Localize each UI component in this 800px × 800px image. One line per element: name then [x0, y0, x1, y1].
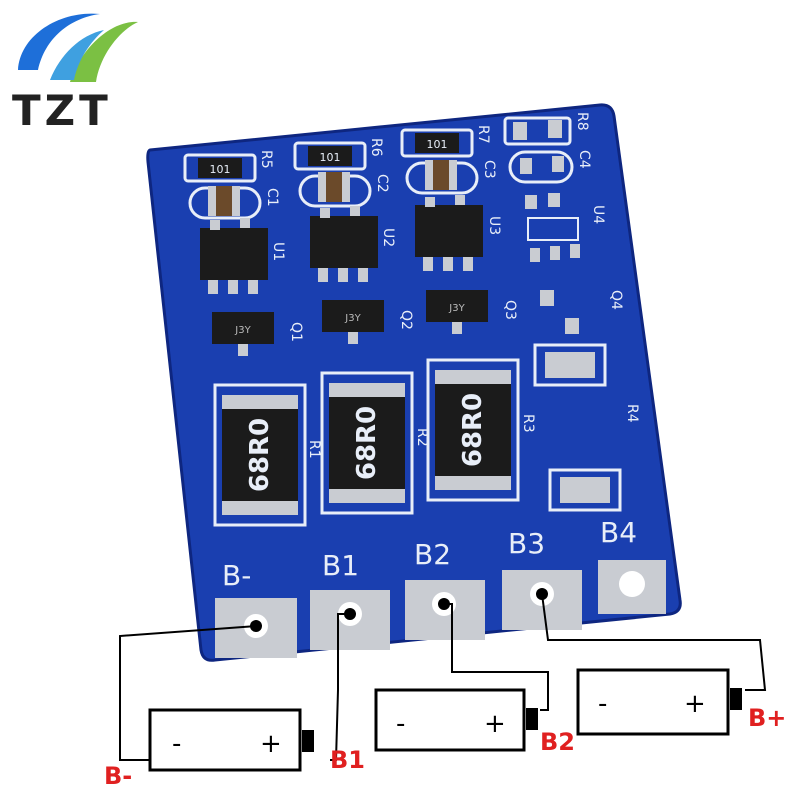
power-resistor-r3: 68R0 R3 [426, 358, 536, 502]
pad-label-b4: B4 [600, 516, 637, 549]
resistor-r4-footprint: R4 [533, 343, 640, 512]
q1-marking: J3Y [234, 325, 251, 336]
label-q3: Q3 [502, 300, 518, 320]
power-resistors: 68R0 R1 68R0 R2 68R0 R3 R4 [213, 343, 640, 527]
label-r7: R7 [475, 125, 491, 144]
r5-marking: 101 [210, 163, 231, 176]
battery-1-minus: - [172, 729, 181, 759]
label-u2: U2 [380, 228, 396, 247]
r7-marking: 101 [427, 138, 448, 151]
label-q2: Q2 [398, 310, 414, 330]
terminal-label-b1: B1 [330, 746, 365, 774]
pad-label-b1: B1 [322, 549, 359, 582]
terminal-label-b-minus: B- [104, 762, 132, 790]
pad-label-b3: B3 [508, 527, 545, 560]
battery-3: - + [576, 668, 742, 736]
resistor-r6: 101 R6 [293, 138, 384, 171]
ic-u3: U3 [415, 195, 502, 271]
q2-marking: J3Y [344, 313, 361, 324]
r3-marking: 68R0 [458, 393, 488, 467]
battery-1-plus: + [260, 729, 282, 759]
label-c2: C2 [374, 174, 390, 193]
transistor-q1: J3Y Q1 [212, 312, 304, 356]
label-c1: C1 [264, 188, 280, 207]
label-c3: C3 [481, 160, 497, 179]
brand-wordmark: TZT [12, 86, 112, 135]
q3-marking: J3Y [448, 303, 465, 314]
label-r6: R6 [368, 138, 384, 157]
battery-3-plus: + [684, 689, 706, 719]
ics: U1 U2 U3 U4 [200, 193, 606, 294]
resistor-r5: 101 R5 [183, 150, 274, 183]
label-u4: U4 [590, 205, 606, 224]
battery-3-minus: - [598, 689, 607, 719]
label-r3: R3 [520, 414, 536, 433]
terminal-label-b-plus: B+ [748, 704, 786, 732]
capacitor-c3: C3 [405, 160, 497, 195]
ic-u4-footprint: U4 [525, 193, 606, 262]
battery-1: - + [148, 708, 314, 772]
r2-marking: 68R0 [352, 406, 382, 480]
terminal-labels: B- B1 B2 B+ [104, 704, 786, 790]
solder-pads [215, 560, 666, 658]
wiring-diagram [119, 593, 767, 761]
label-c4: C4 [576, 150, 592, 169]
battery-2-minus: - [396, 709, 405, 739]
transistors: J3Y Q1 J3Y Q2 J3Y Q3 Q4 [212, 290, 624, 356]
resistor-r7: 101 R7 [400, 125, 491, 158]
pcb-board [146, 103, 682, 662]
capacitor-c2: C2 [298, 172, 390, 208]
label-r5: R5 [258, 150, 274, 169]
r6-marking: 101 [320, 151, 341, 164]
ic-u2: U2 [310, 206, 396, 282]
capacitor-c4: C4 [508, 150, 592, 184]
label-r1: R1 [306, 440, 322, 459]
battery-2-plus: + [484, 709, 506, 739]
label-u3: U3 [486, 216, 502, 235]
battery-2: - + [374, 688, 538, 752]
pad-labels: B- B1 B2 B3 B4 [222, 516, 637, 592]
label-q4: Q4 [608, 290, 624, 310]
terminal-label-b2: B2 [540, 728, 575, 756]
pad-label-b-minus: B- [222, 559, 251, 592]
label-r8: R8 [574, 112, 590, 131]
small-resistors: 101 R5 101 R6 101 R7 R8 [183, 112, 590, 183]
transistor-q3: J3Y Q3 [426, 290, 518, 334]
brand-logo-icon [18, 13, 138, 82]
label-q1: Q1 [288, 322, 304, 342]
label-r4: R4 [624, 404, 640, 423]
label-u1: U1 [270, 242, 286, 261]
capacitors: C1 C2 C3 C4 [188, 150, 592, 220]
power-resistor-r1: 68R0 R1 [213, 383, 322, 527]
label-r2: R2 [414, 428, 430, 447]
ic-u1: U1 [200, 218, 286, 294]
r1-marking: 68R0 [245, 418, 275, 492]
capacitor-c1: C1 [188, 186, 280, 220]
transistor-q2: J3Y Q2 [322, 300, 414, 344]
transistor-q4-footprint: Q4 [540, 290, 624, 334]
power-resistor-r2: 68R0 R2 [320, 371, 430, 515]
pad-label-b2: B2 [414, 538, 451, 571]
resistor-r8: R8 [503, 112, 590, 146]
